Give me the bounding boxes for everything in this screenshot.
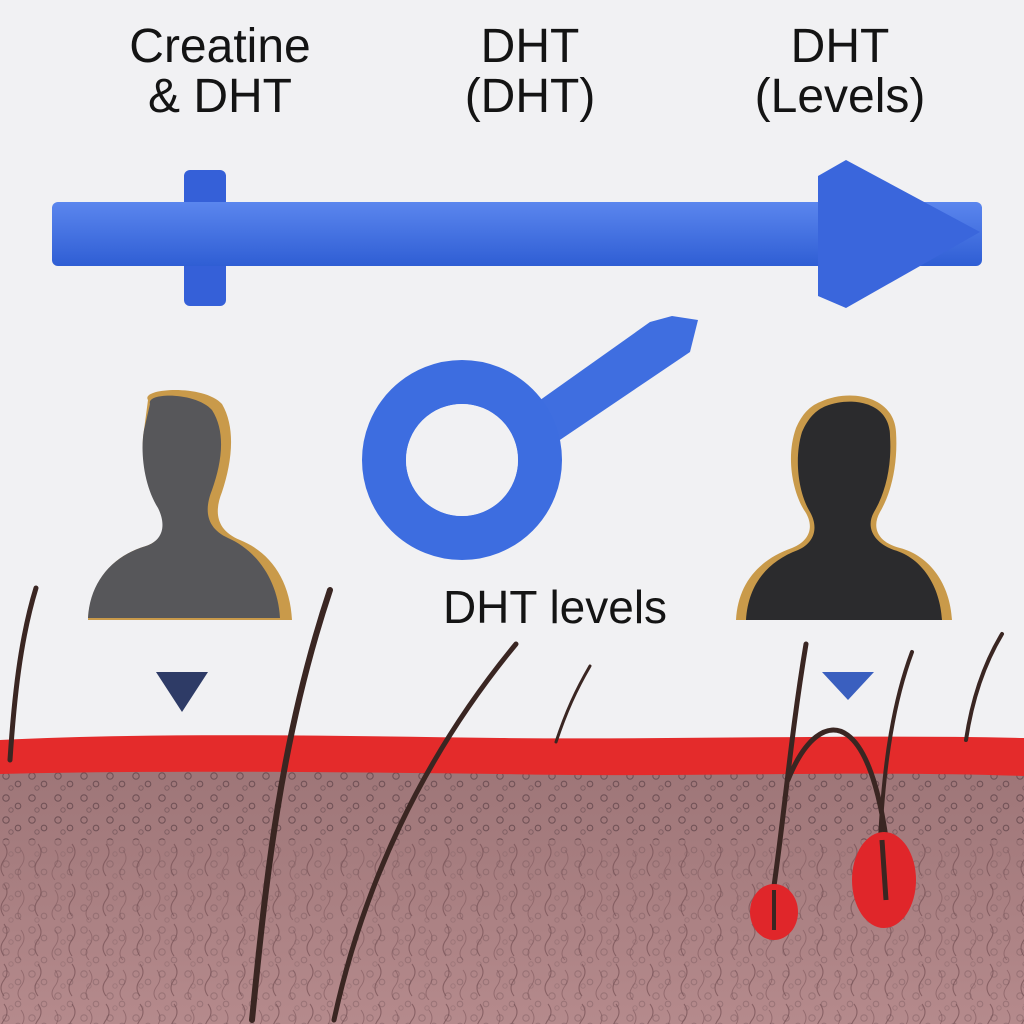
inflamed-follicles (750, 832, 916, 940)
timeline-arrow (52, 160, 982, 308)
down-triangle-left-icon (156, 672, 208, 712)
male-symbol-icon (362, 316, 698, 560)
skin-cell-layer (0, 770, 1024, 840)
follicle-root (879, 839, 889, 901)
hair-strand (964, 632, 1004, 742)
label-line: (DHT) (464, 70, 596, 123)
hair-strand (7, 585, 39, 763)
label-line: DHT (790, 20, 890, 73)
down-triangle-right-icon (822, 672, 874, 700)
label-line: DHT (480, 20, 580, 73)
hair-strand (331, 641, 519, 1023)
hair-strand (554, 664, 592, 744)
hair-strands (7, 585, 1004, 1023)
label-creatine-dht: Creatine & DHT (100, 22, 340, 122)
label-line: Creatine (129, 20, 311, 73)
label-line: & DHT (148, 70, 292, 123)
hair-strand (249, 587, 333, 1023)
hair-strand (878, 650, 914, 842)
skin-surface (0, 735, 1024, 776)
label-dht-levels-center: DHT levels (442, 581, 668, 633)
label-line: (Levels) (754, 70, 926, 123)
label-dht-levels-heading: DHT (Levels) (740, 22, 940, 122)
person-silhouette-right-icon (736, 395, 952, 620)
arrow-shaft (52, 202, 982, 266)
label-dht: DHT (DHT) (430, 22, 630, 122)
person-silhouette-left-icon (88, 390, 292, 620)
arrow-head (818, 160, 980, 308)
hair-strand (785, 727, 895, 903)
